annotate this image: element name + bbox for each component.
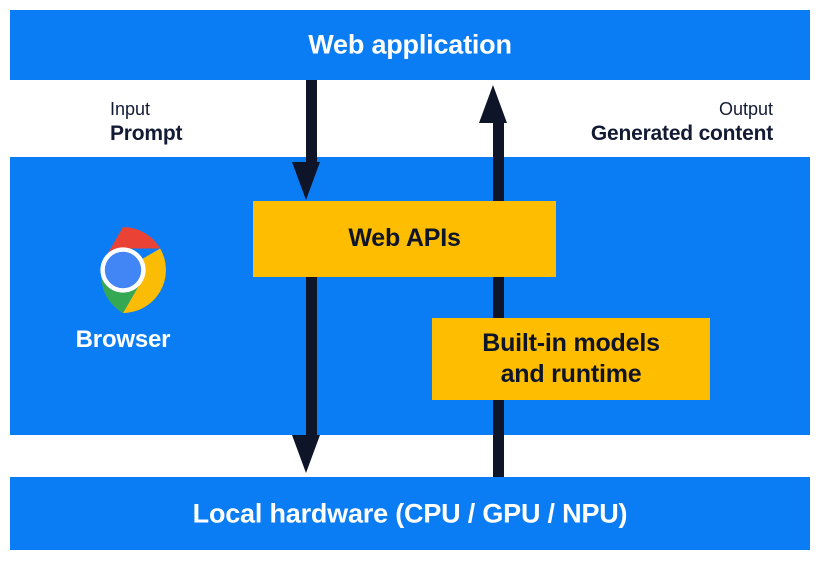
- band-local-hardware-label: Local hardware (CPU / GPU / NPU): [192, 498, 628, 528]
- box-builtin-models-line1: Built-in models: [482, 328, 660, 357]
- arrow-head-input-bottom: [292, 435, 320, 473]
- arrow-shaft-output: [493, 120, 504, 480]
- chrome-logo-icon: [100, 227, 166, 313]
- arrow-shaft-input-bottom: [306, 277, 317, 437]
- arrow-head-input-top: [292, 162, 320, 200]
- box-web-apis-label: Web APIs: [348, 224, 461, 253]
- output-kind-label: Output: [718, 99, 773, 119]
- input-kind-label: Input: [110, 99, 151, 119]
- input-value-label: Prompt: [110, 121, 183, 145]
- browser-label: Browser: [75, 326, 171, 353]
- output-caption: Output Generated content: [591, 99, 773, 147]
- box-web-apis: Web APIs: [253, 201, 556, 277]
- browser-group: Browser: [47, 226, 199, 352]
- output-value-label: Generated content: [590, 121, 773, 145]
- box-builtin-models-line2: and runtime: [500, 360, 642, 388]
- band-local-hardware: Local hardware (CPU / GPU / NPU): [10, 477, 810, 550]
- input-caption: Input Prompt: [110, 99, 183, 147]
- arrow-shaft-input-top: [306, 80, 317, 166]
- box-builtin-models-label: Built-in models and runtime: [472, 328, 670, 391]
- box-builtin-models: Built-in models and runtime: [432, 318, 710, 400]
- arrow-head-output: [479, 85, 507, 123]
- band-web-application-label: Web application: [308, 29, 512, 60]
- band-web-application: Web application: [10, 10, 810, 80]
